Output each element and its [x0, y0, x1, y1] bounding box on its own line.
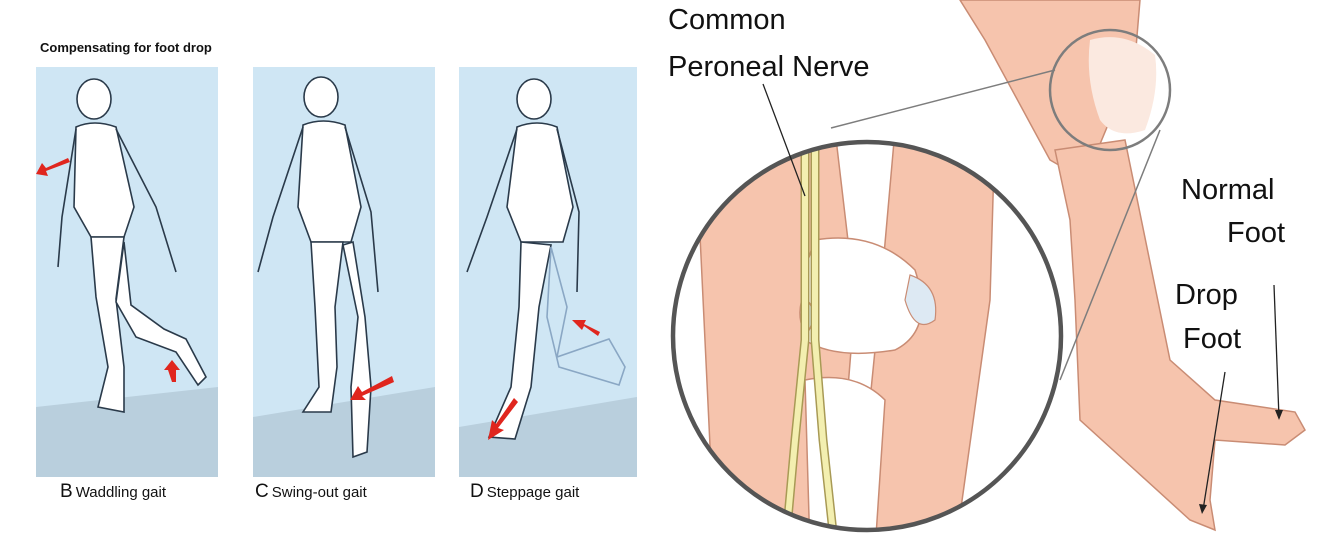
right-arm [115, 128, 177, 273]
peroneal-nerve-illustration [670, 0, 1306, 533]
zoom-lens-circle [1048, 28, 1172, 152]
floor-shadow [253, 387, 435, 477]
left-arm [257, 126, 304, 273]
torso [506, 122, 574, 243]
stance-leg [487, 241, 552, 440]
label-normal-foot: Foot [1227, 217, 1286, 249]
arrow-waddling-up [164, 360, 180, 382]
arrow-swing-out [350, 376, 394, 400]
steppage-gait-illustration [459, 78, 637, 477]
magnified-knee-view [673, 142, 1061, 530]
caption-b-text: Waddling gait [75, 484, 167, 501]
arrow-steppage-lift [572, 320, 600, 336]
floor-shadow [459, 397, 637, 477]
swing-out-gait-illustration [253, 76, 435, 477]
head [76, 78, 112, 120]
normal-foot-pointer-arrowhead [1275, 410, 1283, 420]
panel-swing-out-gait [253, 67, 435, 477]
label-drop-foot: Foot [1183, 323, 1242, 355]
drop-foot-pointer-line [1202, 371, 1226, 511]
knee-joint [1088, 37, 1157, 134]
right-arm [556, 128, 580, 293]
magnified-view-frame [670, 139, 1064, 533]
normal-foot-pointer-line [1273, 284, 1280, 419]
label-common: Common [668, 4, 786, 36]
label-drop: Drop [1175, 279, 1238, 311]
caption-d-text: Steppage gait [486, 484, 580, 501]
nerve-pointer-line [762, 83, 806, 197]
drop-foot-pointer-arrowhead [1199, 504, 1207, 514]
label-peroneal-nerve: Peroneal Nerve [668, 51, 870, 83]
swing-leg [115, 241, 207, 387]
left-arm [57, 128, 77, 268]
waddling-gait-illustration [36, 78, 218, 477]
figure-title: Compensating for foot drop [40, 40, 212, 55]
patella [904, 274, 937, 325]
swing-leg [342, 240, 372, 459]
label-normal: Normal [1181, 174, 1275, 206]
caption-b-letter: B [60, 481, 73, 502]
floor-shadow [36, 387, 218, 477]
arrow-waddling-lean [36, 158, 70, 176]
caption-d-letter: D [470, 481, 484, 502]
zoom-line-bottom [1059, 129, 1161, 381]
head [516, 78, 552, 120]
gait-arrows [36, 158, 600, 440]
left-arm [466, 128, 518, 273]
panel-waddling-gait [36, 67, 218, 477]
caption-c-text: Swing-out gait [271, 484, 367, 501]
zoom-line-top [830, 69, 1056, 129]
caption-c-letter: C [255, 481, 269, 502]
panel-steppage-gait [459, 67, 637, 477]
right-arm [344, 126, 379, 293]
head [303, 76, 339, 118]
common-peroneal-nerve [782, 142, 838, 530]
arrow-steppage-down [488, 398, 518, 440]
swing-leg-ghost [546, 246, 626, 386]
stance-leg [301, 241, 344, 413]
